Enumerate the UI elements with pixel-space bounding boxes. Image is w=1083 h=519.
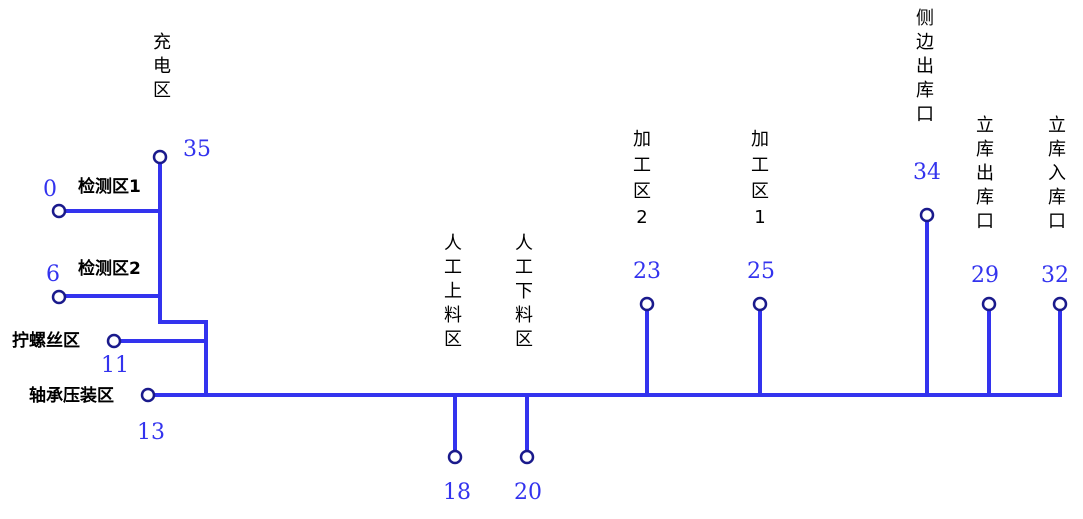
node-number-29: 29 <box>971 263 999 288</box>
node-number-18: 18 <box>443 480 471 505</box>
node-number-35: 35 <box>183 137 211 162</box>
node-11[interactable] <box>106 333 122 349</box>
horizontal-labels: 检测区1 检测区2 拧螺丝区 轴承压装区 <box>12 176 141 406</box>
node-0[interactable] <box>51 203 67 219</box>
label-0: 检测区1 <box>78 176 141 197</box>
node-number-32: 32 <box>1041 263 1069 288</box>
label-13: 轴承压装区 <box>29 385 114 406</box>
node-35[interactable] <box>152 149 168 165</box>
node-34[interactable] <box>919 207 935 223</box>
label-34: 侧边出库口 <box>916 8 934 125</box>
label-35: 充电区 <box>153 32 171 101</box>
node-number-11: 11 <box>101 353 129 378</box>
node-number-0: 0 <box>43 177 57 202</box>
node-20[interactable] <box>519 449 535 465</box>
label-11: 拧螺丝区 <box>12 330 80 351</box>
node-number-13: 13 <box>137 420 165 445</box>
node-number-20: 20 <box>514 480 542 505</box>
node-32[interactable] <box>1052 296 1068 312</box>
label-18: 人工上料区 <box>444 233 462 350</box>
label-20: 人工下料区 <box>515 233 533 350</box>
node-6[interactable] <box>51 289 67 305</box>
node-number-25: 25 <box>747 259 775 284</box>
node-13[interactable] <box>140 387 156 403</box>
node-23[interactable] <box>639 296 655 312</box>
track-network <box>58 155 1062 459</box>
node-29[interactable] <box>981 296 997 312</box>
node-number-34: 34 <box>913 160 941 185</box>
label-32: 立库入库口 <box>1048 115 1066 232</box>
station-nodes <box>51 149 1068 465</box>
node-number-6: 6 <box>46 262 60 287</box>
node-25[interactable] <box>752 296 768 312</box>
node-number-23: 23 <box>633 259 661 284</box>
node-numbers: 35 0 6 11 13 18 20 23 25 34 29 32 <box>43 137 1069 505</box>
label-6: 检测区2 <box>78 258 141 279</box>
node-18[interactable] <box>447 449 463 465</box>
label-29: 立库出库口 <box>976 115 994 232</box>
